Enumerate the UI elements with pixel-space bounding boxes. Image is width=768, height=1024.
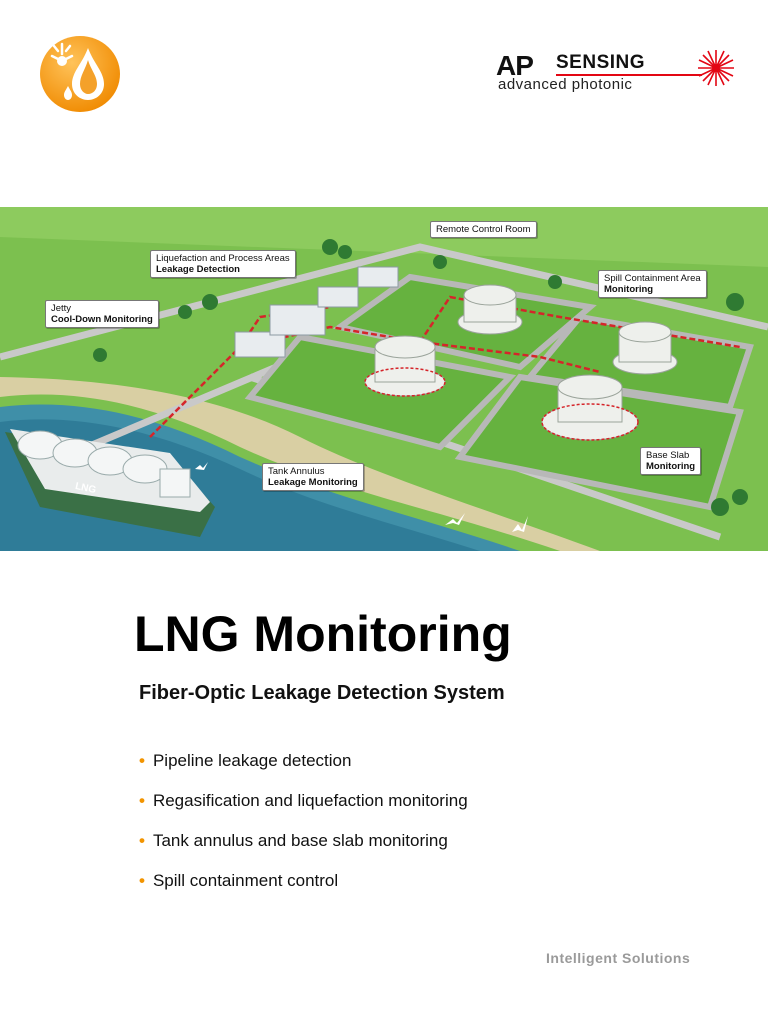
callout-liquefaction: Liquefaction and Process Areas Leakage D… [150,250,296,278]
callout-jetty: Jetty Cool-Down Monitoring [45,300,159,328]
callout-remote-control-room: Remote Control Room [430,221,537,238]
bullet-icon: • [139,831,145,850]
callout-spill-containment: Spill Containment Area Monitoring [598,270,707,298]
laser-burst-icon [696,48,736,88]
list-item: •Tank annulus and base slab monitoring [139,831,448,850]
callout-base-slab: Base Slab Monitoring [640,447,702,475]
footer-tagline: Intelligent Solutions [546,950,691,966]
company-emblem-icon [38,34,122,114]
brand-ap: AP [496,50,534,81]
bullet-icon: • [139,751,145,770]
page-subtitle: Fiber-Optic Leakage Detection System [139,682,505,704]
bullet-icon: • [139,871,145,890]
ap-sensing-logo: AP SENSING advanced photonic [496,48,736,96]
list-item: •Spill containment control [139,871,339,890]
bullet-icon: • [139,791,145,810]
lng-terminal-illustration: Remote Control Room Liquefaction and Pro… [0,207,768,551]
brand-red-line [556,74,702,76]
page-title: LNG Monitoring [134,606,512,662]
callout-tank-annulus: Tank Annulus Leakage Monitoring [262,463,364,491]
feature-list: •Pipeline leakage detection •Regasificat… [139,750,468,910]
brand-subtitle: advanced photonic [498,76,633,93]
list-item: •Regasification and liquefaction monitor… [139,791,468,810]
brand-sensing: SENSING [556,52,646,73]
list-item: •Pipeline leakage detection [139,751,352,770]
